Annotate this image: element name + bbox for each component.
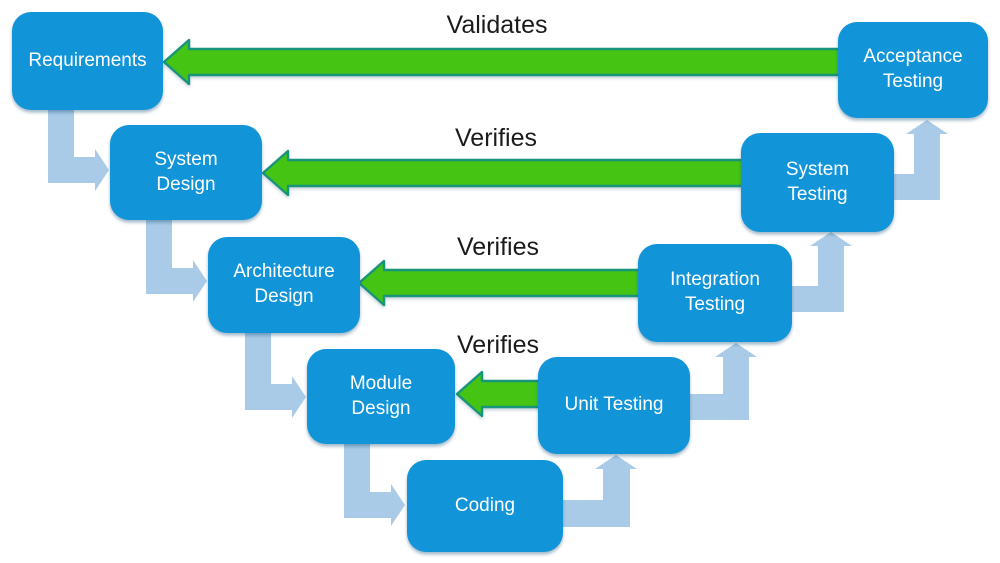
down-elbow-arrow-requirements-to-system-design — [48, 108, 109, 191]
green-arrow-verifies-unit-testing-to-module-design — [455, 370, 542, 418]
down-elbow-arrow-system-design-to-architecture-design — [146, 218, 207, 302]
down-elbow-arrow-module-design-to-coding — [344, 442, 405, 526]
green-arrow-verifies-integration-testing-to-architecture-design — [357, 259, 643, 307]
up-elbow-arrow-coding-to-unit-testing — [561, 455, 637, 527]
box-unit-testing-label: Unit Testing — [564, 394, 664, 416]
up-elbow-arrow-unit-testing-to-integration-testing — [688, 343, 757, 420]
box-coding: Coding — [407, 460, 563, 552]
box-requirements: Requirements — [12, 12, 163, 110]
box-requirements-label: Requirements — [28, 49, 147, 71]
up-elbow-arrow-system-testing-to-acceptance-testing — [892, 120, 948, 200]
box-module-design-label: Module Design — [349, 372, 413, 419]
label-verifies-system: Verifies — [455, 124, 537, 152]
label-validates: Validates — [446, 11, 548, 39]
box-integration-testing: Integration Testing — [638, 244, 792, 342]
box-system-design: System Design — [110, 125, 262, 220]
box-module-design: Module Design — [307, 349, 455, 444]
box-integration-testing-label: Integration Testing — [670, 269, 760, 315]
label-verifies-integration: Verifies — [457, 233, 539, 261]
label-verifies-unit: Verifies — [457, 331, 539, 359]
box-architecture-design-label: Architecture Design — [233, 261, 335, 307]
green-arrow-validates-acceptance-testing-to-requirements — [162, 38, 842, 86]
box-coding-label: Coding — [454, 494, 516, 516]
box-system-testing: System Testing — [741, 133, 894, 232]
box-acceptance-testing-label: Acceptance Testing — [863, 46, 963, 92]
box-system-testing-label: System Testing — [785, 158, 850, 205]
up-elbow-arrow-integration-testing-to-system-testing — [790, 232, 852, 312]
box-architecture-design: Architecture Design — [208, 237, 360, 333]
green-arrow-verifies-system-testing-to-system-design — [261, 149, 745, 197]
box-system-design-label: System Design — [154, 148, 218, 195]
box-acceptance-testing: Acceptance Testing — [838, 22, 988, 118]
box-unit-testing: Unit Testing — [538, 357, 690, 454]
down-elbow-arrow-architecture-design-to-module-design — [245, 330, 306, 418]
